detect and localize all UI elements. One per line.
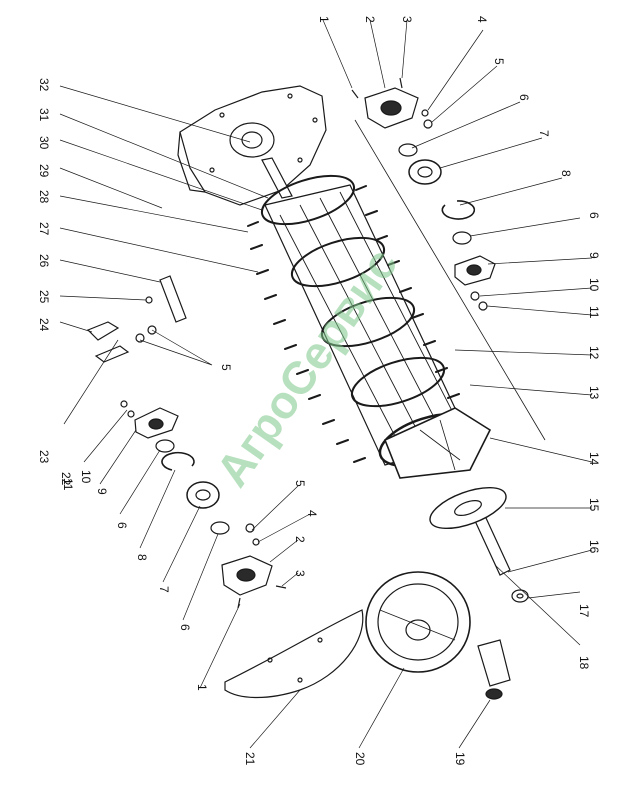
label-6-left: 6 (178, 624, 192, 631)
label-5-top: 5 (492, 58, 506, 65)
label-3-lower: 3 (293, 570, 307, 577)
part-8b-circlip (161, 451, 195, 471)
label-9-right: 9 (587, 252, 601, 259)
label-9-left: 9 (95, 488, 109, 495)
part-5-nut (423, 119, 433, 129)
label-26-left: 26 (37, 254, 51, 268)
label-19-bottom: 19 (453, 752, 467, 766)
part-8-circlip (441, 200, 476, 220)
label-32-left: 32 (37, 78, 51, 92)
part-7b-bearing (186, 481, 220, 509)
label-25-left: 25 (37, 290, 51, 304)
part-23-bracket (94, 345, 130, 363)
drum-teeth (247, 185, 472, 463)
drum-ring-3 (320, 296, 416, 348)
label-8-top: 8 (559, 170, 573, 177)
label-3-top: 3 (400, 16, 414, 23)
part-5b-nut (245, 523, 255, 533)
leader-lines (59, 19, 593, 749)
part-6-seal (398, 143, 418, 157)
label-7-top: 7 (537, 130, 551, 137)
part-21-guard (224, 609, 364, 699)
label-4-top: 4 (475, 16, 489, 23)
label-2-lower: 2 (293, 536, 307, 543)
label-31-left: 31 (37, 108, 51, 122)
label-7-left: 7 (157, 586, 171, 593)
part-26-plate (159, 275, 187, 323)
part-10b-washer (127, 410, 135, 418)
label-4-lower: 4 (305, 510, 319, 517)
label-12-right: 12 (587, 346, 601, 360)
part-labels: 1 2 3 4 5 6 7 8 6 9 10 11 12 13 14 15 16… (37, 16, 601, 766)
part-19-motor (477, 639, 511, 687)
label-28-left: 28 (37, 190, 51, 204)
part-1-bolt (351, 89, 359, 99)
part-15-flange (429, 486, 507, 530)
part-4b-washer (252, 538, 260, 546)
drum-ring-2 (290, 236, 386, 288)
part-1b-bolt (237, 597, 241, 609)
label-16-right: 16 (587, 540, 601, 554)
part-11-nut (478, 301, 488, 311)
part-11b-nut (120, 400, 128, 408)
part-7-bearing (408, 159, 442, 185)
label-1-top: 1 (317, 16, 331, 23)
part-24-bracket (86, 321, 120, 341)
label-29-left: 29 (37, 164, 51, 178)
label-6b-left: 6 (115, 522, 129, 529)
label-5-lower: 5 (293, 480, 307, 487)
label-21-bottom: 21 (243, 752, 257, 766)
drum-ring-4 (350, 356, 446, 408)
part-6b-seal (452, 231, 472, 245)
label-10-left: 10 (79, 470, 93, 484)
label-30-left: 30 (37, 136, 51, 150)
label-14-right: 14 (587, 452, 601, 466)
label-11-left: 11 (61, 478, 75, 491)
label-6-top: 6 (517, 94, 531, 101)
label-11-right: 11 (587, 306, 601, 319)
label-20-bottom: 20 (353, 752, 367, 766)
label-10-right: 10 (587, 278, 601, 292)
part-10-washer (470, 291, 480, 301)
part-6d-seal (210, 521, 230, 535)
label-22-left: 22 (59, 472, 73, 486)
label-15-right: 15 (587, 498, 601, 512)
label-6-right: 6 (587, 212, 601, 219)
label-13-right: 13 (587, 386, 601, 400)
label-1-left: 1 (195, 684, 209, 691)
housing-bearing-seat (229, 122, 275, 158)
part-3b-bolt (275, 585, 287, 589)
label-23-left: 23 (37, 450, 51, 464)
axis-line (354, 119, 546, 441)
housing-plate (179, 85, 327, 206)
part-4-washer (421, 109, 429, 117)
label-24-left: 24 (37, 318, 51, 332)
label-18-right: 18 (577, 656, 591, 670)
label-17-right: 17 (577, 604, 591, 618)
part-17-nut (511, 589, 529, 603)
label-5-mid: 5 (219, 364, 233, 371)
part-20-pulley (365, 571, 471, 673)
label-8-left: 8 (135, 554, 149, 561)
label-27-left: 27 (37, 222, 51, 236)
part-3-bolt (399, 77, 403, 89)
part-25-nut (145, 296, 153, 304)
label-2-top: 2 (363, 16, 377, 23)
drum-ring-1 (260, 174, 356, 226)
part-6c-seal (155, 439, 175, 453)
